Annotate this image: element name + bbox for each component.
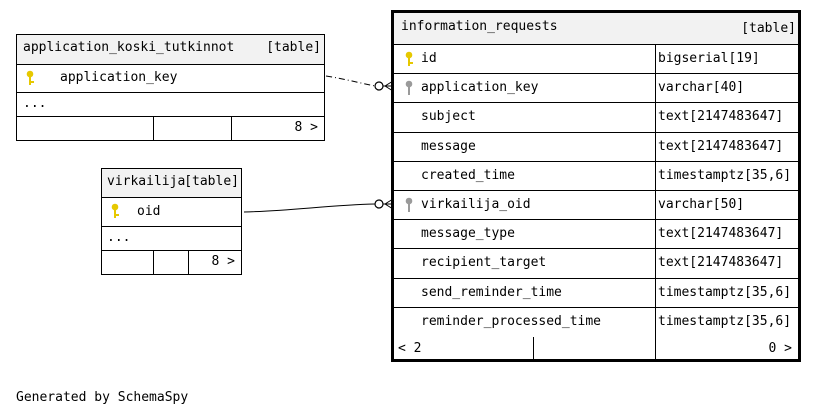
relationship-koski-to-requests (325, 75, 394, 92)
foreign-key-icon (405, 80, 413, 96)
column-name: message (421, 138, 476, 154)
column-name: created_time (421, 167, 515, 183)
column-type: text[2147483647] (658, 138, 784, 154)
children-count[interactable]: 8 > (294, 120, 318, 135)
relationship-counts-row[interactable]: 8 > (17, 117, 324, 140)
relationship-virkailija-to-requests (243, 198, 394, 213)
table-name: application_koski_tutkinnot (23, 40, 235, 55)
relationship-counts-row[interactable]: < 2 0 > (394, 337, 798, 361)
column-row-reminder-processed-time[interactable]: reminder_processed_time timestamptz[35,6] (394, 307, 798, 337)
column-name: oid (137, 204, 161, 219)
column-row-application-key[interactable]: application_key varchar[40] (394, 74, 798, 104)
column-row-id[interactable]: id bigserial[19] (394, 45, 798, 75)
column-type: timestamptz[35,6] (658, 167, 792, 183)
column-name: subject (421, 109, 476, 125)
column-type: timestamptz[35,6] (658, 284, 792, 300)
children-count[interactable]: 8 > (211, 254, 235, 269)
parents-count[interactable]: < 2 (398, 341, 422, 356)
column-name: application_key (60, 70, 178, 85)
column-name: send_reminder_time (421, 284, 562, 300)
table-type-tag: [table] (741, 21, 796, 36)
column-row-subject[interactable]: subject text[2147483647] (394, 103, 798, 133)
column-name: virkailija_oid (421, 197, 531, 212)
table-virkailija[interactable]: virkailija [table] oid ... 8 > (101, 168, 242, 275)
column-type: timestamptz[35,6] (658, 313, 792, 329)
column-type: bigserial[19] (658, 51, 760, 66)
column-row[interactable]: application_key (17, 65, 324, 93)
more-columns-row: ... (17, 93, 324, 117)
column-type: text[2147483647] (658, 109, 784, 125)
column-row-recipient-target[interactable]: recipient_target text[2147483647] (394, 249, 798, 279)
foreign-key-icon (405, 197, 413, 212)
primary-key-icon (26, 70, 34, 85)
column-name: id (421, 51, 437, 66)
table-type-tag: [table] (184, 174, 239, 189)
table-type-tag: [table] (266, 40, 321, 55)
column-row-message[interactable]: message text[2147483647] (394, 132, 798, 162)
ellipsis: ... (23, 96, 47, 111)
primary-key-icon (405, 51, 413, 66)
column-type: varchar[40] (658, 80, 745, 96)
relationship-counts-row[interactable]: 8 > (102, 251, 241, 274)
column-type: text[2147483647] (658, 226, 784, 242)
table-name: virkailija (107, 174, 186, 189)
column-row-virkailija-oid[interactable]: virkailija_oid varchar[50] (394, 191, 798, 221)
table-header: application_koski_tutkinnot [table] (17, 35, 324, 65)
table-information-requests[interactable]: information_requests [table] id bigserial… (391, 10, 801, 362)
column-name: reminder_processed_time (421, 313, 602, 329)
more-columns-row: ... (102, 227, 241, 251)
ellipsis: ... (107, 230, 131, 245)
children-count[interactable]: 0 > (768, 341, 792, 356)
column-row-created-time[interactable]: created_time timestamptz[35,6] (394, 161, 798, 191)
column-row-send-reminder-time[interactable]: send_reminder_time timestamptz[35,6] (394, 278, 798, 308)
table-name: information_requests (401, 19, 558, 34)
column-type: varchar[50] (658, 197, 745, 212)
column-name: application_key (421, 80, 539, 96)
column-row[interactable]: oid (102, 198, 241, 227)
table-application-koski-tutkinnot[interactable]: application_koski_tutkinnot [table] appl… (16, 34, 325, 141)
column-type: text[2147483647] (658, 255, 784, 271)
table-header: information_requests [table] (394, 13, 798, 45)
column-name: recipient_target (421, 255, 547, 271)
primary-key-icon (111, 203, 119, 218)
table-header: virkailija [table] (102, 169, 241, 198)
column-name: message_type (421, 226, 515, 242)
column-row-message-type[interactable]: message_type text[2147483647] (394, 220, 798, 250)
footer-credit: Generated by SchemaSpy (16, 390, 189, 405)
